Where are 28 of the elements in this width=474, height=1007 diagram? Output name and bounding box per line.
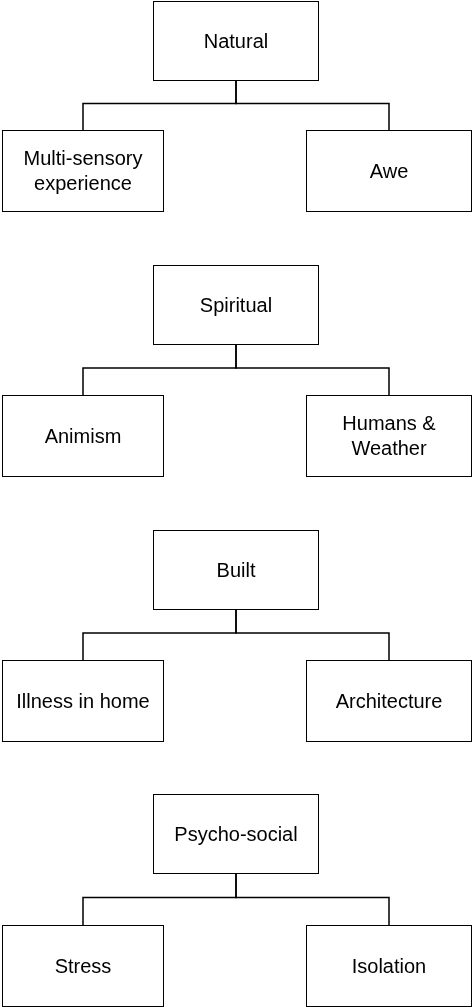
category-box: [306, 925, 472, 1007]
category-box: [153, 530, 319, 610]
category-box: [306, 660, 472, 742]
connector-line: [235, 873, 390, 926]
box-label: Illness in home: [16, 688, 150, 714]
category-box: [306, 395, 472, 477]
category-box: [2, 395, 164, 477]
box-label: Stress: [54, 953, 112, 979]
box-label: Isolation: [351, 953, 427, 979]
box-label: Architecture: [335, 688, 443, 714]
connector-line: [235, 609, 390, 661]
box-label: Humans & Weather: [341, 411, 437, 461]
category-box: [2, 660, 164, 742]
category-box: [153, 1, 319, 81]
category-box: [2, 130, 164, 212]
box-label: Spiritual: [199, 292, 273, 318]
box-label: Awe: [369, 158, 409, 184]
category-box: [153, 265, 319, 345]
box-label: Multi-sensory experience: [22, 146, 144, 196]
connector-line: [235, 80, 390, 131]
category-box: [306, 130, 472, 212]
connector-line: [235, 344, 390, 396]
box-label: Animism: [44, 423, 122, 449]
box-label: Built: [216, 557, 256, 583]
category-box: [2, 925, 164, 1007]
box-label: Psycho-social: [174, 821, 298, 847]
category-box: [153, 794, 319, 874]
box-label: Natural: [203, 28, 269, 54]
